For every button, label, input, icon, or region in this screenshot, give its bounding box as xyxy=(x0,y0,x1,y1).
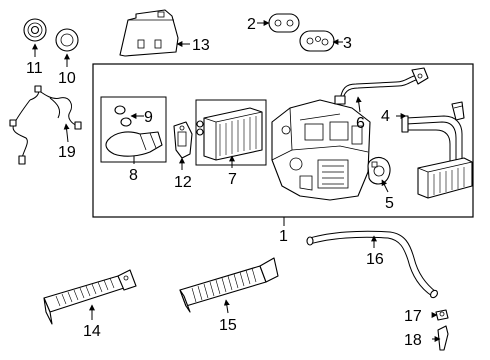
callout-4: 4 xyxy=(381,108,390,125)
part-11-grommet[interactable] xyxy=(23,18,47,42)
callout-14: 14 xyxy=(83,323,101,340)
callout-2: 2 xyxy=(247,16,256,33)
part-14-ptc-heater[interactable] xyxy=(43,269,137,325)
part-13-bracket[interactable] xyxy=(119,9,179,57)
part-6-ac-line[interactable] xyxy=(334,67,429,105)
part-16-drain-hose[interactable] xyxy=(306,230,439,299)
part-5-blower-motor[interactable] xyxy=(367,156,391,185)
callout-15: 15 xyxy=(219,317,237,334)
callout-17: 17 xyxy=(404,308,422,325)
callout-6: 6 xyxy=(356,115,365,132)
part-15-ptc-heater[interactable] xyxy=(179,257,279,313)
part-10-grommet[interactable] xyxy=(55,28,79,52)
callout-3: 3 xyxy=(343,35,352,52)
hvac-case[interactable] xyxy=(271,99,371,201)
part-8-duct[interactable] xyxy=(105,131,163,157)
part-19-wiring-harness[interactable] xyxy=(9,85,82,165)
callout-8: 8 xyxy=(129,167,138,184)
part-9-gaskets[interactable] xyxy=(114,105,132,127)
callout-13: 13 xyxy=(192,37,210,54)
leader-lines xyxy=(32,20,441,342)
callout-5: 5 xyxy=(385,195,394,212)
part-4-heater-core[interactable] xyxy=(401,101,473,199)
callout-11: 11 xyxy=(26,60,43,77)
callout-16: 16 xyxy=(366,251,384,268)
part-7-evaporator[interactable] xyxy=(196,107,263,161)
callout-18: 18 xyxy=(404,332,422,349)
part-17-clip[interactable] xyxy=(435,309,449,321)
callout-10: 10 xyxy=(58,70,76,87)
callout-9: 9 xyxy=(144,109,153,126)
part-3-grommet[interactable] xyxy=(299,30,335,52)
callout-labels: 11 10 13 2 3 19 9 8 12 7 6 4 5 1 16 17 1… xyxy=(26,16,422,349)
assembly-box xyxy=(92,63,474,218)
part-12-actuator[interactable] xyxy=(173,121,193,159)
callout-1: 1 xyxy=(279,228,288,245)
callout-12: 12 xyxy=(174,174,192,191)
callout-19: 19 xyxy=(58,144,76,161)
part-18-pin[interactable] xyxy=(437,325,449,351)
part-2-grommet[interactable] xyxy=(268,13,300,33)
sub-box-7 xyxy=(195,99,267,166)
callout-7: 7 xyxy=(228,171,237,188)
